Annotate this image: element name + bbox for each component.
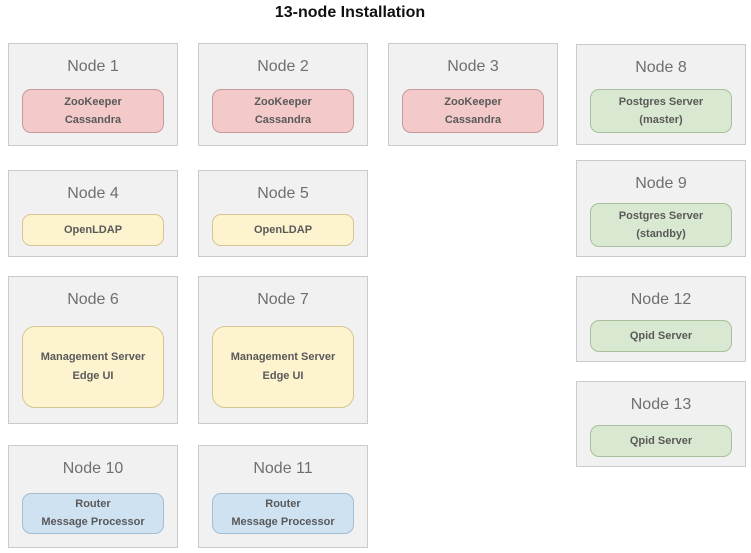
service-label: Qpid Server <box>629 329 693 342</box>
node-title: Node 10 <box>62 460 124 477</box>
node-box-node-8: Node 8 Postgres Server (master) <box>576 44 746 145</box>
node-title: Node 13 <box>630 396 692 413</box>
node-title: Node 3 <box>447 58 499 75</box>
service-box: Qpid Server <box>590 424 732 457</box>
node-title: Node 7 <box>257 291 309 308</box>
node-box-node-12: Node 12 Qpid Server <box>576 276 746 362</box>
service-label: Edge UI <box>72 369 114 382</box>
node-title: Node 5 <box>257 185 309 202</box>
diagram-title: 13-node Installation <box>274 4 426 21</box>
service-box: OpenLDAP <box>22 214 164 246</box>
service-label: Message Processor <box>231 516 335 528</box>
node-title: Node 11 <box>253 460 313 477</box>
service-label: Cassandra <box>254 114 312 126</box>
node-box-node-9: Node 9 Postgres Server (standby) <box>576 160 746 257</box>
service-label: ZooKeeper <box>64 96 122 108</box>
node-box-node-5: Node 5 OpenLDAP <box>198 170 368 257</box>
service-label: Qpid Server <box>629 434 693 447</box>
service-label: OpenLDAP <box>253 224 313 236</box>
service-label: ZooKeeper <box>254 96 312 108</box>
service-label: ZooKeeper <box>444 96 502 108</box>
service-label: Postgres Server <box>618 210 704 222</box>
service-box: Qpid Server <box>590 319 732 352</box>
service-label: Cassandra <box>64 114 122 126</box>
node-title: Node 1 <box>67 58 119 75</box>
service-label: Router <box>265 498 301 510</box>
service-label: Message Processor <box>41 516 145 528</box>
service-label: Management Server <box>230 350 336 363</box>
service-label: (standby) <box>636 228 686 240</box>
node-title: Node 2 <box>257 58 309 75</box>
service-box: OpenLDAP <box>212 214 354 246</box>
service-label: Management Server <box>40 350 146 363</box>
service-label: Cassandra <box>444 114 502 126</box>
node-title: Node 6 <box>67 291 119 308</box>
service-box: Postgres Server (standby) <box>590 203 732 247</box>
node-box-node-13: Node 13 Qpid Server <box>576 381 746 467</box>
node-title: Node 9 <box>635 175 687 192</box>
node-box-node-4: Node 4 OpenLDAP <box>8 170 178 257</box>
service-label: Postgres Server <box>618 96 704 108</box>
service-label: Edge UI <box>262 369 304 382</box>
service-label: OpenLDAP <box>63 224 123 236</box>
node-title: Node 8 <box>635 59 687 76</box>
node-title: Node 12 <box>630 291 692 308</box>
service-label: Router <box>75 498 111 510</box>
service-label: (master) <box>639 114 683 126</box>
node-title: Node 4 <box>67 185 119 202</box>
service-box: Postgres Server (master) <box>590 89 732 133</box>
